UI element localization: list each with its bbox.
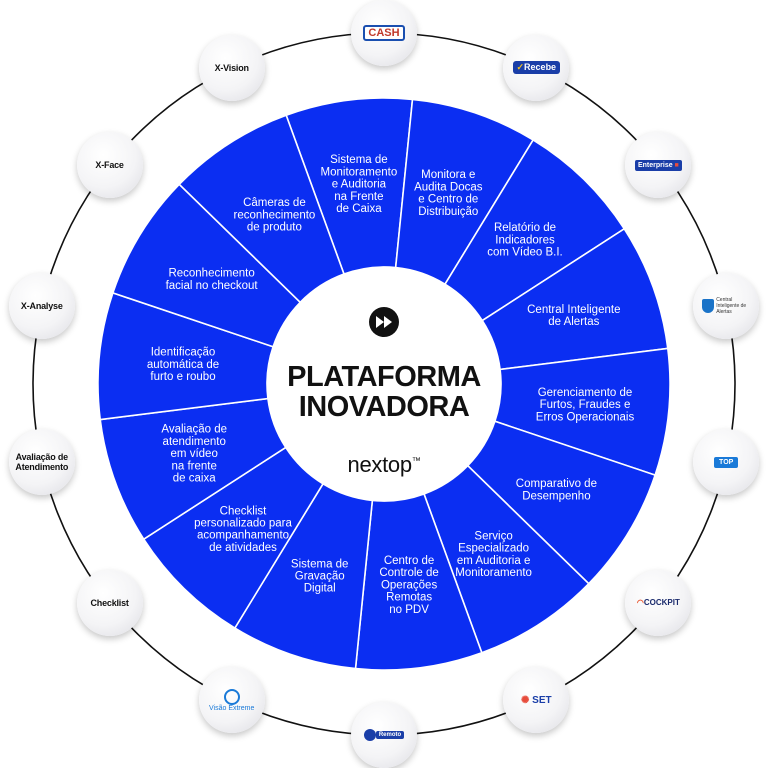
segment-label-line: Digital	[304, 583, 336, 595]
cockpit-logo-icon: ◠COCKPIT	[636, 598, 680, 608]
segment-label-line: na Frente	[334, 191, 383, 203]
segment-label-line: Desempenho	[522, 490, 590, 502]
segment-label-line: acompanhamento	[197, 530, 289, 542]
segment-label-line: Central Inteligente	[527, 304, 620, 316]
brand-logo: nextop™	[300, 452, 468, 478]
node-2[interactable]: Enterprise ■	[625, 132, 692, 199]
cash-logo-icon: CASH	[363, 25, 405, 41]
eye-icon: Visão Extreme	[209, 688, 254, 712]
segment-label-line: de Caixa	[336, 203, 382, 215]
segment-label-line: atendimento	[163, 436, 226, 448]
set-logo-icon: ✺ SET	[520, 694, 552, 706]
segment-label-line: Comparativo de	[516, 478, 597, 490]
segment-label-line: Monitoramento	[321, 166, 398, 178]
segment-label-line: de produto	[247, 222, 302, 234]
segment-label-line: e Centro de	[418, 194, 478, 206]
node-0[interactable]: CASH	[351, 0, 417, 66]
segment-label-line: de caixa	[173, 473, 216, 485]
segment-label-line: de atividades	[209, 542, 277, 554]
segment-label-line: Gravação	[295, 571, 345, 583]
node-3[interactable]: Central Inteligente de Alertas	[693, 272, 760, 339]
recebe-logo-icon: ✓Recebe	[512, 61, 561, 75]
node-label: X-Face	[95, 160, 124, 171]
segment-label-line: em vídeo	[171, 448, 218, 460]
node-label: Avaliação de Atendimento	[15, 452, 69, 473]
segment-label-line: reconhecimento	[233, 209, 315, 221]
center-title: PLATAFORMA INOVADORA	[234, 362, 534, 422]
segment-label-line: Câmeras de	[243, 197, 306, 209]
node-11[interactable]: X-Analyse	[8, 272, 75, 339]
segment-label-line: Erros Operacionais	[536, 411, 635, 423]
segment-label-line: Monitora e	[421, 169, 475, 181]
segment-label-line: Especializado	[458, 543, 529, 555]
segment-label-line: automática de	[147, 359, 219, 371]
brand-name: nextop	[347, 452, 413, 477]
fast-forward-icon	[369, 307, 399, 337]
segment-label-line: Sistema de	[330, 154, 388, 166]
segment-label-line: no PDV	[389, 604, 429, 616]
enterprise-logo-icon: Enterprise ■	[634, 159, 682, 171]
node-8[interactable]: Visão Extreme	[198, 667, 265, 734]
segment-label-line: Audita Docas	[414, 181, 483, 193]
segment-label-line: Serviço	[474, 530, 512, 542]
segment-label-line: Monitoramento	[455, 567, 532, 579]
segment-label-line: Relatório de	[494, 222, 556, 234]
shield-icon: Central Inteligente de Alertas	[702, 297, 750, 315]
node-1[interactable]: ✓Recebe	[503, 34, 570, 101]
segment-label-line: Reconhecimento	[168, 268, 254, 280]
node-7[interactable]: Remoto	[351, 702, 417, 768]
center-disc	[267, 267, 501, 501]
segment-label-line: Identificação	[151, 347, 216, 359]
segment-label-line: Distribuição	[418, 206, 478, 218]
segment-label-line: Checklist	[220, 505, 267, 517]
segment-label-line: com Vídeo B.I.	[487, 247, 562, 259]
segment-label-line: Indicadores	[495, 234, 555, 246]
segment-label-line: e Auditoria	[332, 179, 387, 191]
segment-label-line: Centro de	[384, 555, 435, 567]
center-title-line2: INOVADORA	[298, 391, 470, 423]
segment-label-line: Furtos, Fraudes e	[540, 399, 631, 411]
node-10[interactable]: Avaliação de Atendimento	[8, 429, 75, 496]
node-12[interactable]: X-Face	[76, 132, 143, 199]
segment-label-line: Remotas	[386, 592, 432, 604]
segment-label-line: Controle de	[379, 567, 438, 579]
node-6[interactable]: ✺ SET	[503, 667, 570, 734]
node-5[interactable]: ◠COCKPIT	[625, 569, 692, 636]
segment-label-line: Avaliação de	[161, 424, 227, 436]
segment-label-line: Gerenciamento de	[538, 387, 633, 399]
brand-trademark: ™	[411, 455, 421, 466]
center-title-line1: PLATAFORMA	[287, 361, 481, 393]
remote-logo-icon: Remoto	[363, 729, 405, 741]
node-13[interactable]: X-Vision	[198, 34, 265, 101]
segment-label-line: personalizado para	[194, 518, 292, 530]
segment-label-line: Sistema de	[291, 558, 349, 570]
segment-label-line: de Alertas	[548, 316, 599, 328]
node-label: X-Analyse	[20, 300, 63, 311]
node-label: Checklist	[90, 597, 129, 608]
segment-label-line: furto e roubo	[150, 371, 215, 383]
node-4[interactable]: TOP	[693, 429, 760, 496]
node-9[interactable]: Checklist	[76, 569, 143, 636]
top-logo-icon: TOP	[714, 456, 739, 468]
segment-label-line: Operações	[381, 579, 438, 591]
segment-label-line: facial no checkout	[166, 280, 259, 292]
segment-label-line: na frente	[171, 460, 216, 472]
node-label: X-Vision	[214, 62, 249, 73]
segment-label-line: em Auditoria e	[457, 555, 531, 567]
